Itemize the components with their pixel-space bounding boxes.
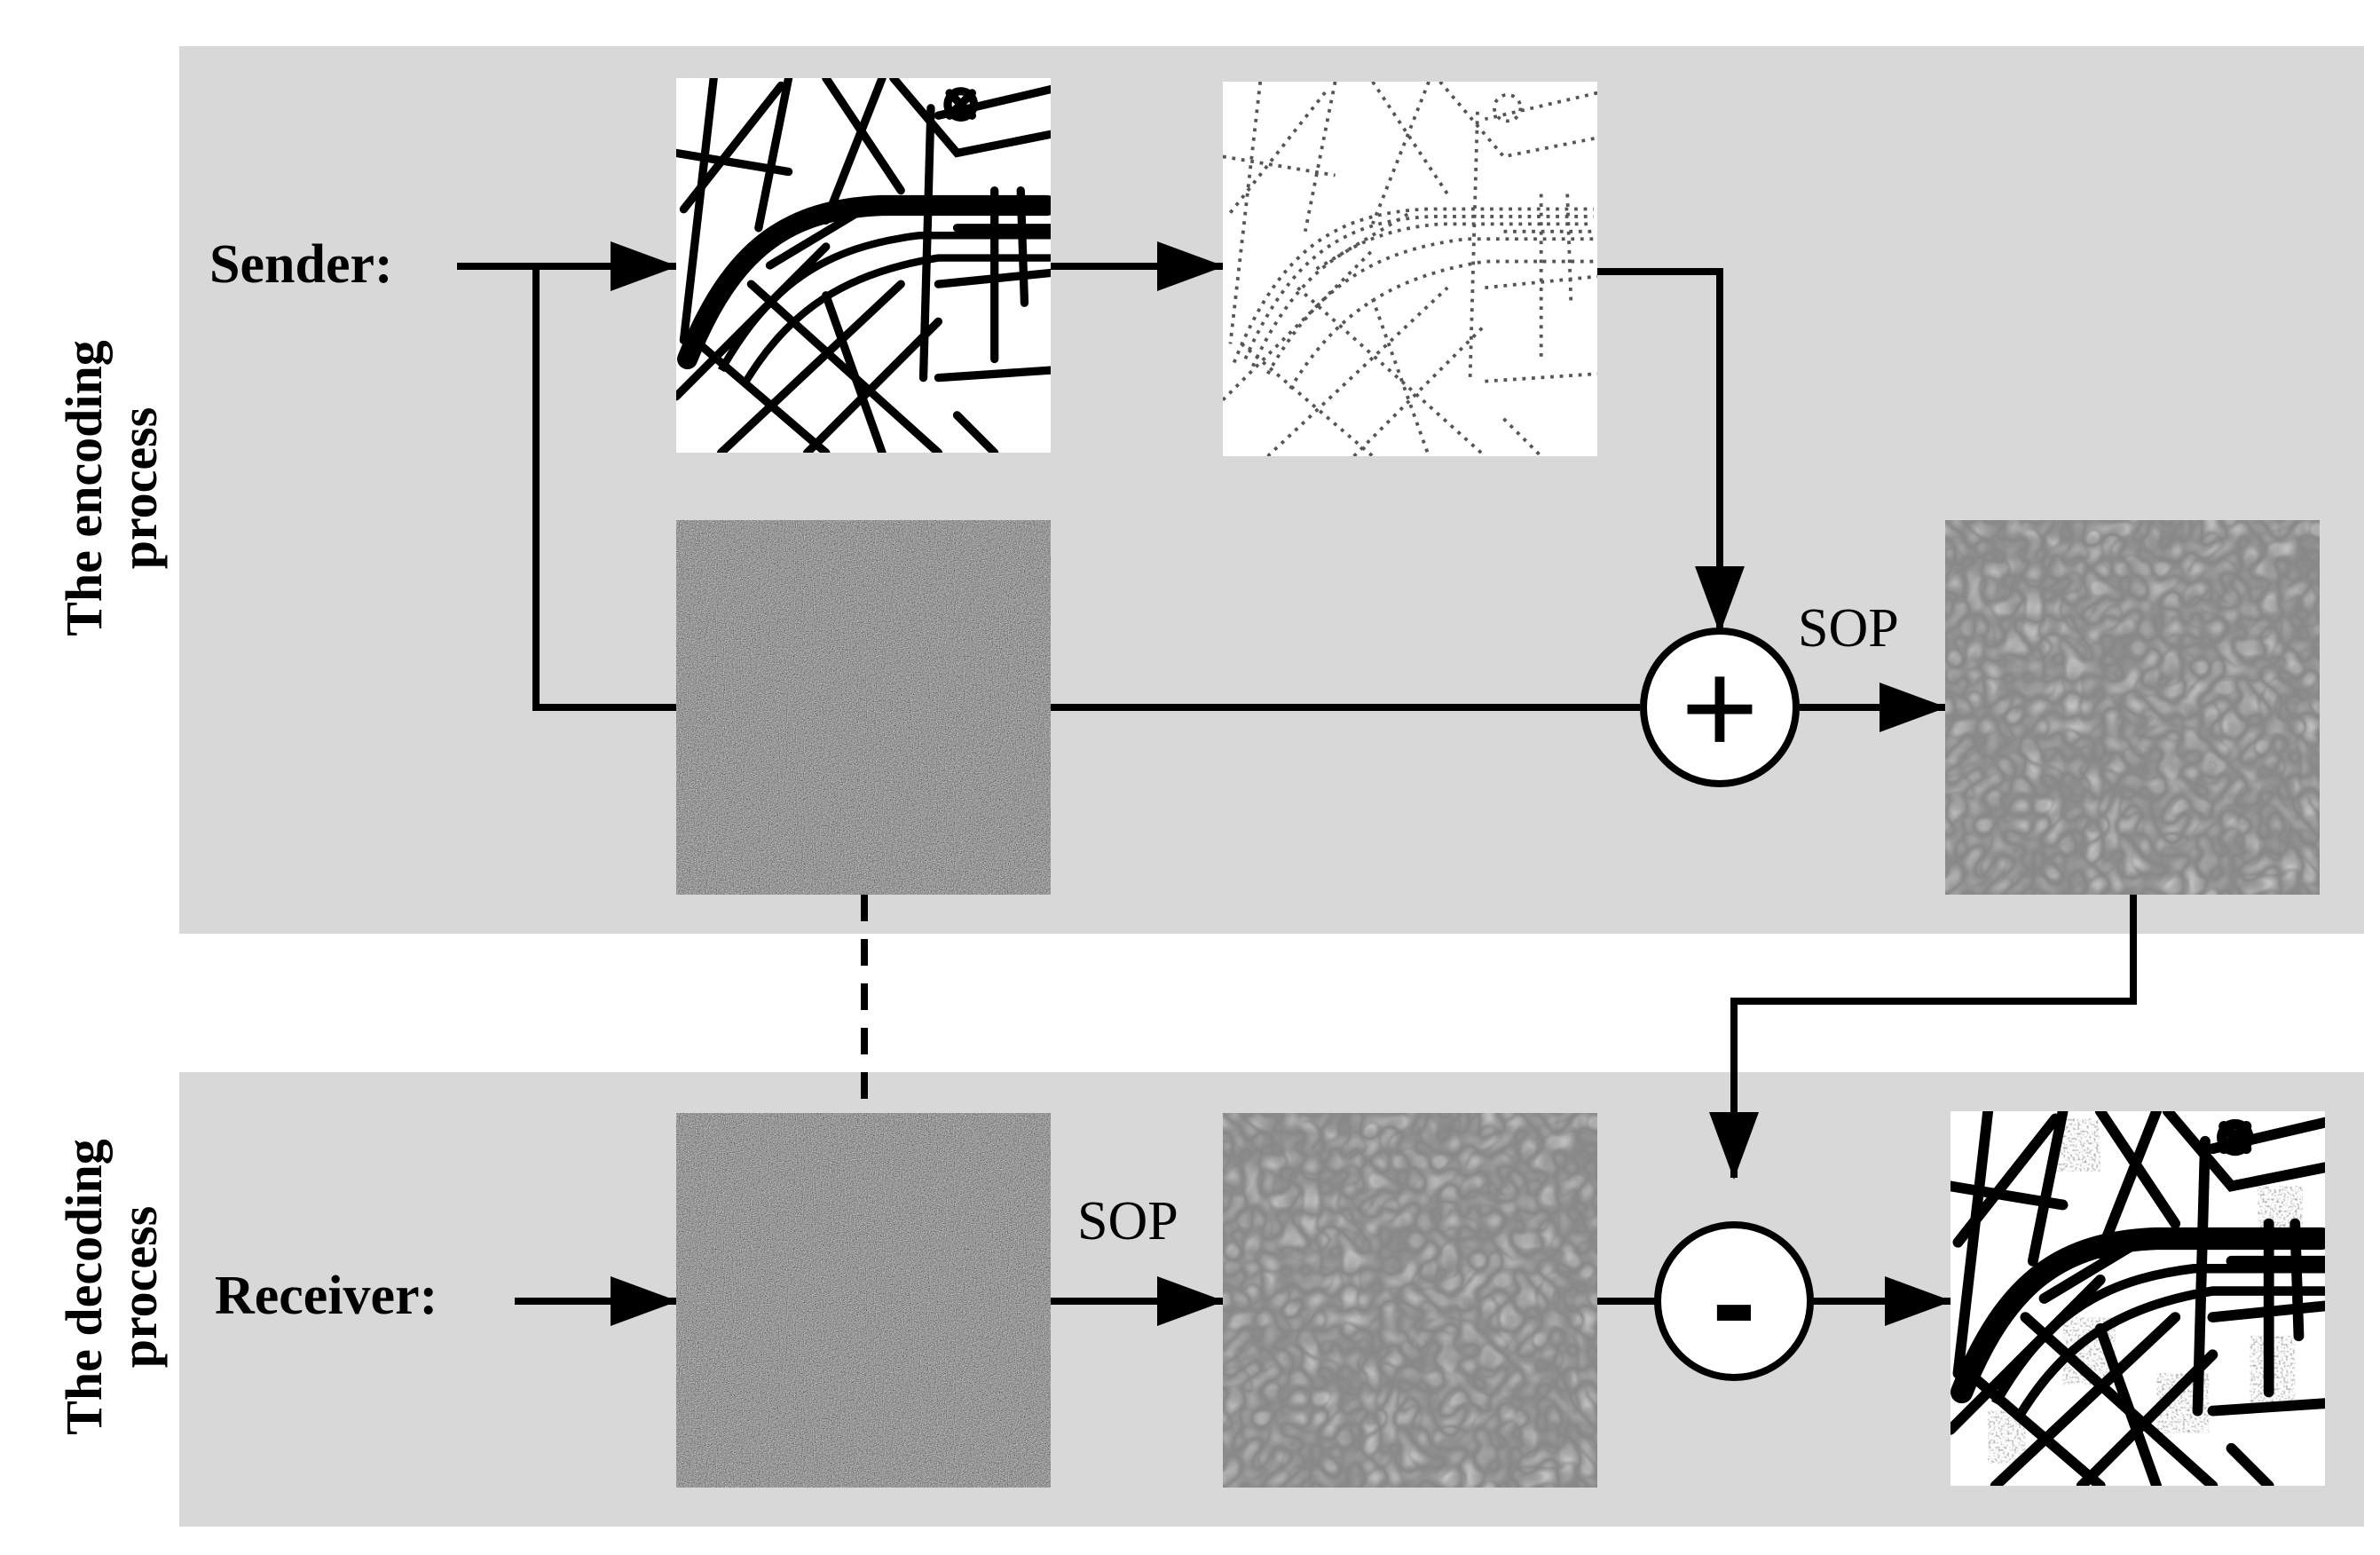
decoded-map-image (1950, 1111, 2325, 1486)
minus-operator: - (1712, 1227, 1756, 1376)
speckle-pattern-image-decoding (1223, 1113, 1597, 1488)
random-noise-image-encoding (676, 520, 1051, 895)
sop-label-decoding: SOP (1077, 1191, 1178, 1251)
random-noise-image-decoding (676, 1113, 1051, 1488)
dotted-map-image (1223, 82, 1597, 456)
sop-label-encoding: SOP (1798, 598, 1899, 659)
speckle-pattern-image-encoding (1945, 520, 2320, 895)
plus-operator: + (1681, 633, 1759, 782)
street-map-image (676, 78, 1051, 453)
sender-label: Sender: (209, 234, 393, 295)
receiver-label: Receiver: (215, 1266, 438, 1326)
